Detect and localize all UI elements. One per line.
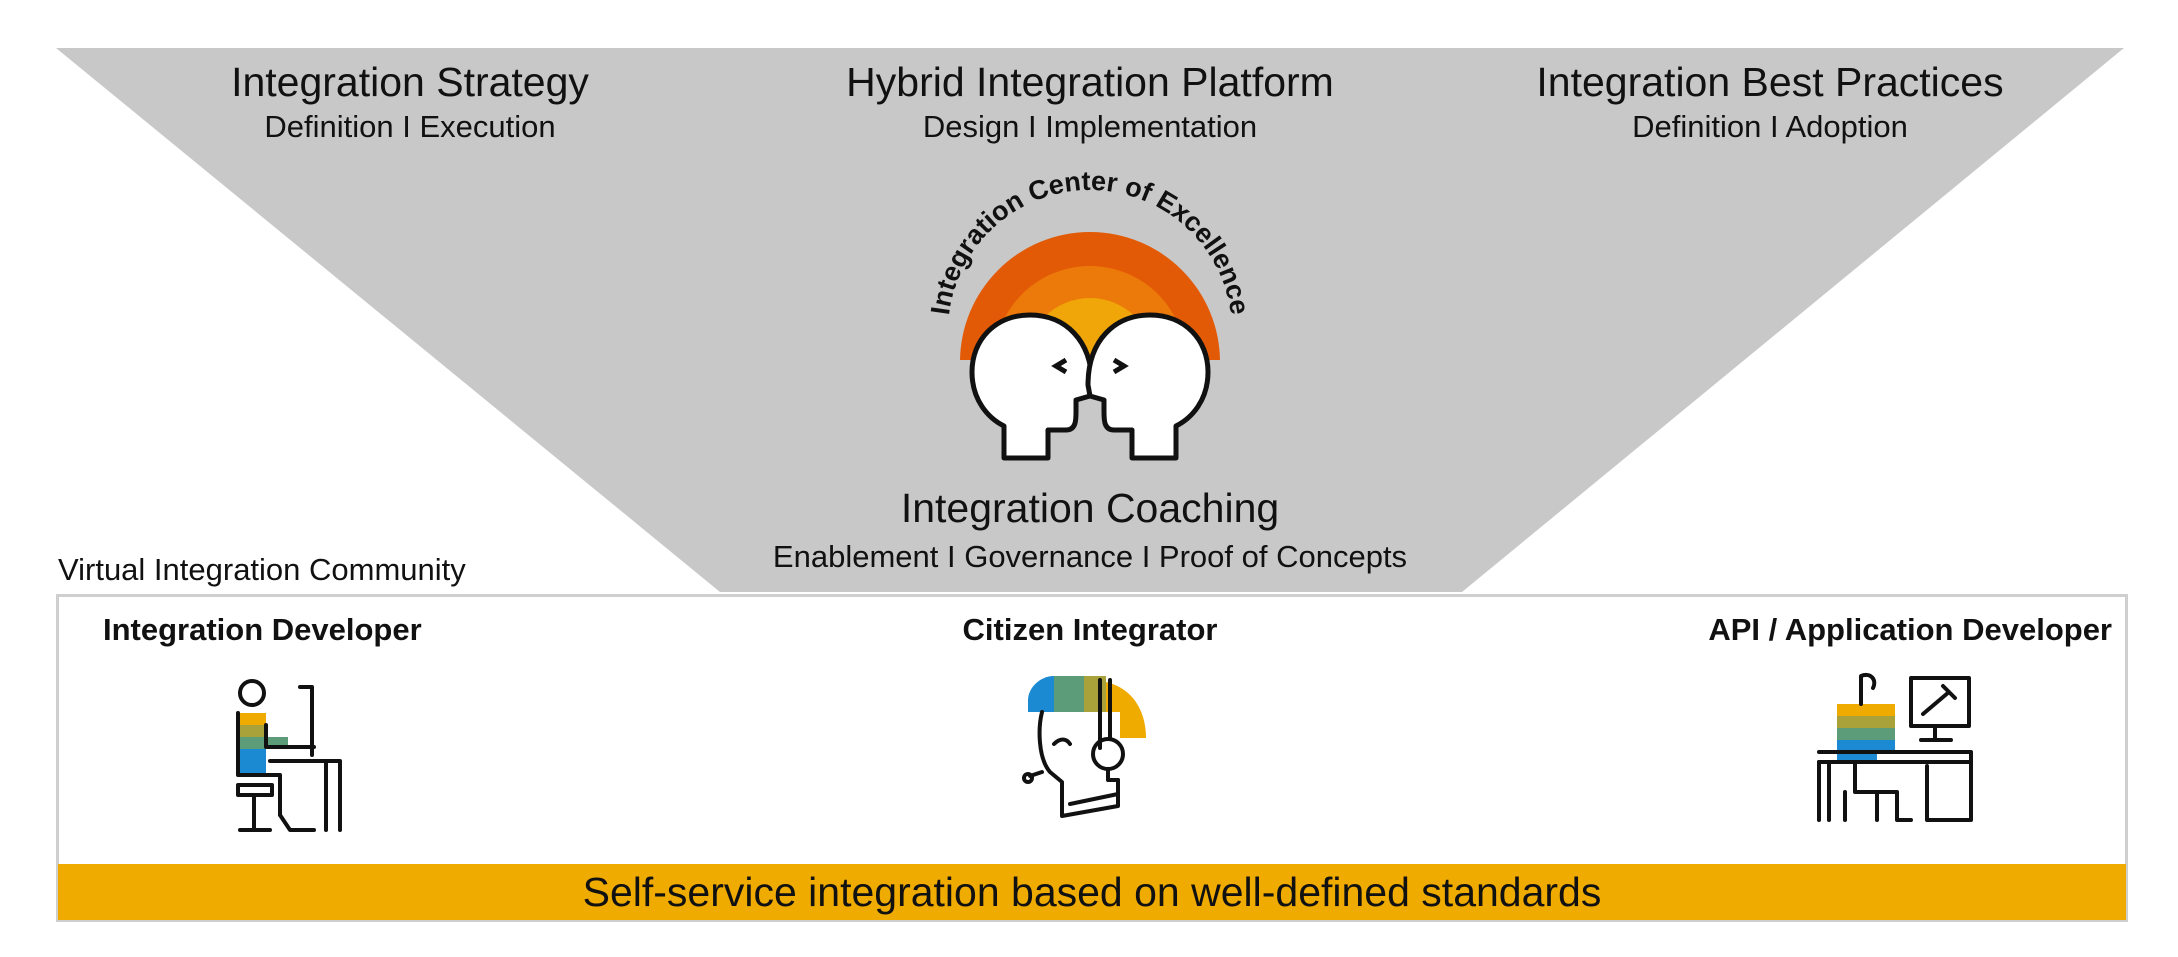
best-practices-title: Integration Best Practices: [1536, 59, 2004, 105]
headset-person-icon: [1022, 676, 1146, 818]
role-api-developer-label: API / Application Developer: [1708, 612, 2112, 647]
best-practices-block: Integration Best Practices Definition I …: [1500, 59, 2040, 144]
coaching-title: Integration Coaching: [900, 485, 1280, 531]
platform-block: Hybrid Integration Platform Design I Imp…: [790, 59, 1390, 144]
standards-banner-text: Self-service integration based on well-d…: [582, 868, 1602, 915]
role-citizen-integrator-label: Citizen Integrator: [962, 612, 1218, 647]
desk-monitor-developer-icon: [1817, 673, 1973, 822]
strategy-title: Integration Strategy: [231, 59, 589, 105]
role-integration-developer-label: Integration Developer: [103, 612, 422, 647]
coaching-block: Integration Coaching Enablement I Govern…: [740, 485, 1440, 574]
coaching-subtitle: Enablement I Governance I Proof of Conce…: [772, 539, 1408, 574]
standards-banner: Self-service integration based on well-d…: [58, 864, 2126, 920]
strategy-block: Integration Strategy Definition I Execut…: [180, 59, 640, 144]
right-eye-icon: [1112, 357, 1129, 375]
left-eye-icon: [1051, 357, 1068, 375]
platform-title: Hybrid Integration Platform: [846, 59, 1334, 105]
platform-subtitle: Design I Implementation: [922, 109, 1258, 144]
community-box: [56, 594, 2128, 922]
right-head-icon: [1085, 312, 1211, 461]
strategy-subtitle: Definition I Execution: [264, 109, 556, 144]
community-label: Virtual Integration Community: [58, 552, 466, 587]
seated-developer-icon: [236, 679, 342, 832]
best-practices-subtitle: Definition I Adoption: [1632, 109, 1908, 144]
left-head-icon: [969, 312, 1095, 461]
coe-emblem: Integration Center of Excellence: [925, 166, 1255, 461]
